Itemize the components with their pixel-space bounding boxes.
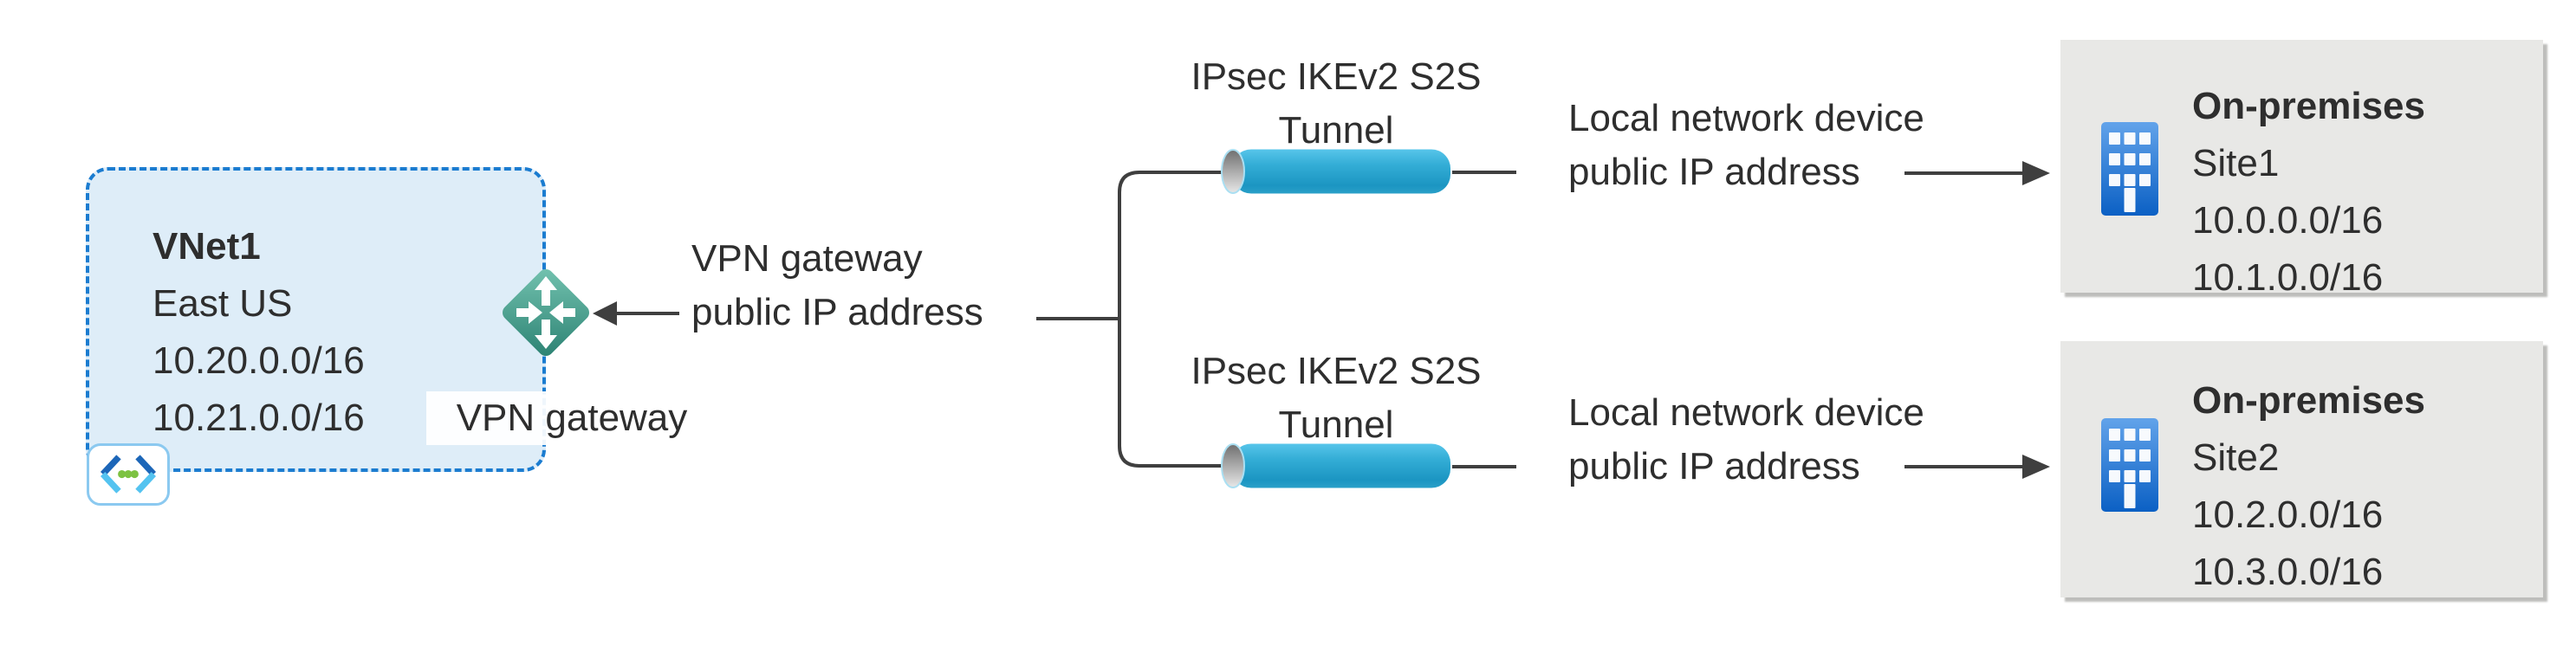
site1-prefix-1: 10.0.0.0/16: [2192, 199, 2384, 242]
site1-name: Site1: [2192, 142, 2280, 184]
building-icon: [2100, 121, 2159, 216]
site1-title: On-premises: [2192, 85, 2425, 127]
device1-label: Local network device public IP address: [1568, 92, 1924, 199]
tunnel2-label-line2: Tunnel: [1278, 403, 1394, 446]
site2-prefix-1: 10.2.0.0/16: [2192, 494, 2384, 536]
site1-info: On-premises Site1 10.0.0.0/16 10.1.0.0/1…: [2192, 78, 2425, 307]
vnet-region: East US: [152, 282, 293, 325]
gateway-public-ip-label: VPN gateway public IP address: [691, 232, 983, 339]
tunnel-cylinder-icon: [1221, 443, 1451, 488]
site2-name: Site2: [2192, 436, 2280, 479]
device2-label-line1: Local network device: [1568, 391, 1924, 434]
site2-arrowhead-icon: [2022, 455, 2050, 479]
gateway-ip-line2: public IP address: [691, 291, 983, 333]
tunnel1-label: IPsec IKEv2 S2S Tunnel: [1145, 50, 1527, 158]
vnet-prefix-1: 10.20.0.0/16: [152, 339, 365, 382]
device1-label-line1: Local network device: [1568, 97, 1924, 139]
site1-arrowhead-icon: [2022, 161, 2050, 185]
site1-prefix-2: 10.1.0.0/16: [2192, 256, 2384, 299]
device2-label: Local network device public IP address: [1568, 386, 1924, 494]
site2-prefix-2: 10.3.0.0/16: [2192, 551, 2384, 593]
vpn-gateway-icon: [502, 268, 590, 357]
vnet-prefix-2: 10.21.0.0/16: [152, 397, 365, 439]
vnet-info: VNet1 East US 10.20.0.0/16 10.21.0.0/16: [152, 218, 365, 447]
tunnel-cylinder-icon: [1221, 149, 1451, 194]
tunnel2-label: IPsec IKEv2 S2S Tunnel: [1145, 345, 1527, 452]
device2-label-line2: public IP address: [1568, 445, 1860, 487]
tunnel2-label-line1: IPsec IKEv2 S2S: [1191, 350, 1482, 392]
vnet-title: VNet1: [152, 225, 261, 268]
virtual-network-icon: [87, 443, 170, 506]
tunnel1-label-line1: IPsec IKEv2 S2S: [1191, 55, 1482, 98]
tunnel1-label-line2: Tunnel: [1278, 109, 1394, 152]
gateway-ip-line1: VPN gateway: [691, 237, 923, 280]
site2-info: On-premises Site2 10.2.0.0/16 10.3.0.0/1…: [2192, 372, 2425, 601]
fork-branch-lines: [1118, 171, 1223, 468]
site2-title: On-premises: [2192, 379, 2425, 422]
building-icon: [2100, 417, 2159, 513]
device1-label-line2: public IP address: [1568, 151, 1860, 193]
vpn-gateway-label: VPN gateway: [426, 391, 717, 445]
gateway-arrowhead-icon: [593, 301, 617, 326]
